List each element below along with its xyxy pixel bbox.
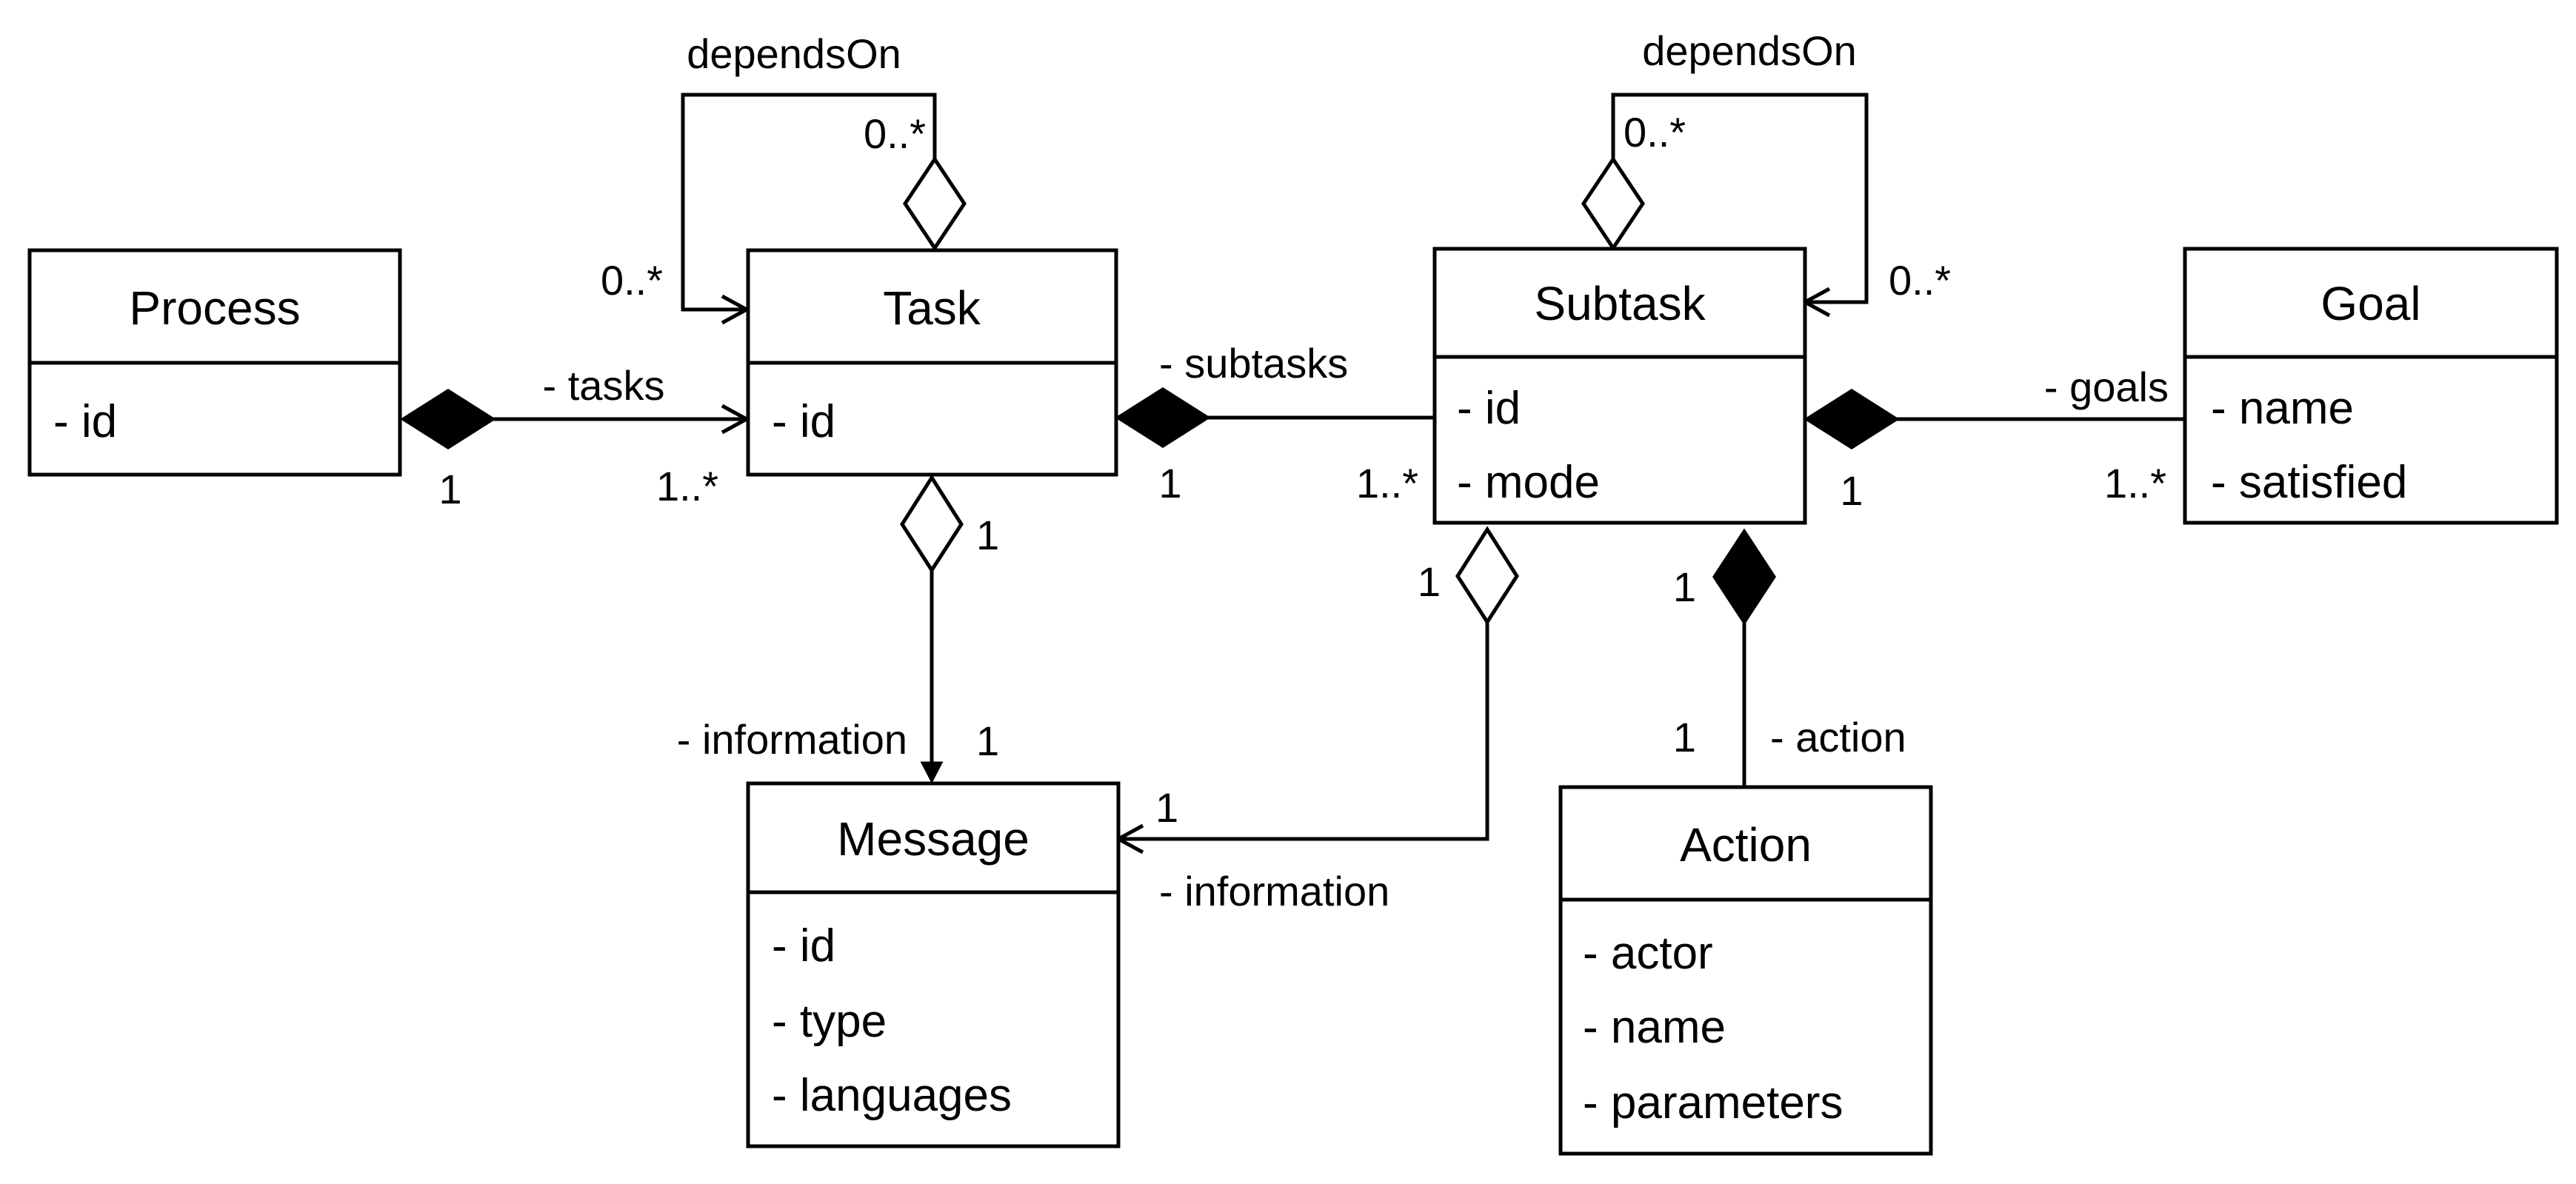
- class-name: Process: [129, 281, 300, 335]
- multiplicity-label: 0..*: [864, 110, 926, 157]
- class-attribute: - id: [772, 396, 835, 447]
- multiplicity-label: 1: [1155, 784, 1178, 831]
- multiplicity-label: 1: [438, 466, 461, 512]
- class-action: Action - actor - name - parameters: [1558, 785, 1933, 1156]
- role-label: - goals: [2044, 364, 2169, 410]
- role-label: - tasks: [543, 362, 665, 409]
- subtask-action-composition: [1712, 528, 1776, 787]
- task-depends-on-association: [681, 93, 967, 325]
- class-goal: Goal - name - satisfied: [2183, 247, 2559, 525]
- role-label: - action: [1770, 714, 1906, 760]
- class-attribute: - languages: [772, 1070, 1012, 1121]
- task-information-aggregation: [900, 474, 964, 784]
- multiplicity-label: 0..*: [601, 257, 663, 304]
- class-name: Subtask: [1534, 277, 1706, 330]
- subtask-depends-on-association: [1581, 93, 1869, 318]
- multiplicity-label: 1: [976, 718, 999, 764]
- multiplicity-label: 1..*: [656, 463, 718, 509]
- class-attribute: - parameters: [1583, 1077, 1843, 1128]
- subtask-information-aggregation: [1114, 526, 1519, 854]
- process-tasks-composition: [400, 389, 751, 449]
- class-message: Message - id - type - languages: [746, 781, 1121, 1148]
- class-subtask: Subtask - id - mode: [1432, 247, 1807, 525]
- role-label: - subtasks: [1159, 340, 1348, 387]
- multiplicity-label: 1: [1673, 714, 1696, 760]
- role-label: - information: [1159, 868, 1389, 914]
- multiplicity-label: 1: [1158, 460, 1181, 506]
- class-attribute: - name: [1583, 1002, 1726, 1053]
- multiplicity-label: 1: [1418, 558, 1441, 605]
- multiplicity-label: 1..*: [1356, 460, 1418, 506]
- class-attribute: - mode: [1457, 457, 1600, 508]
- class-attribute: - id: [53, 396, 117, 447]
- class-name: Task: [883, 281, 981, 335]
- class-process: Process - id: [27, 248, 402, 477]
- class-attribute: - actor: [1583, 928, 1713, 979]
- subtask-goals-composition: [1803, 389, 2185, 449]
- task-subtasks-composition: [1115, 387, 1435, 448]
- class-attribute: - name: [2211, 383, 2354, 434]
- multiplicity-label: 0..*: [1889, 257, 1951, 304]
- multiplicity-label: 1..*: [2104, 460, 2166, 506]
- class-name: Action: [1680, 818, 1812, 872]
- multiplicity-label: 1: [1673, 563, 1696, 610]
- class-attribute: - id: [1457, 383, 1521, 434]
- multiplicity-label: 1: [976, 512, 999, 558]
- multiplicity-label: 0..*: [1624, 109, 1686, 155]
- role-label: - information: [677, 716, 907, 763]
- association-label: dependsOn: [1642, 27, 1857, 74]
- class-task: Task - id: [746, 248, 1118, 477]
- association-label: dependsOn: [687, 30, 901, 77]
- class-attribute: - id: [772, 920, 835, 971]
- multiplicity-label: 1: [1840, 467, 1863, 514]
- class-attribute: - type: [772, 996, 887, 1047]
- class-attribute: - satisfied: [2211, 457, 2407, 508]
- class-name: Goal: [2320, 277, 2420, 330]
- class-name: Message: [837, 812, 1030, 866]
